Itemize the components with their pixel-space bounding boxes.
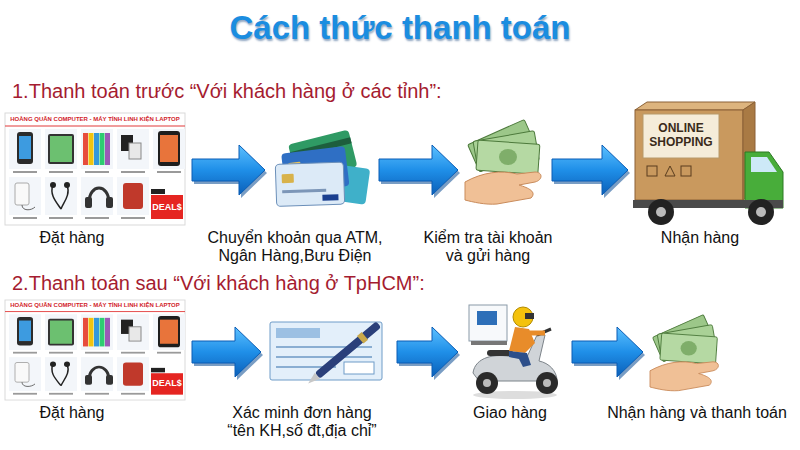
step-caption: Đặt hàng: [7, 404, 137, 422]
payment-step: Nhận hàng: [635, 108, 785, 228]
deal-badge: DEAL$: [152, 202, 182, 212]
step-caption: Nhận hàng và thanh toán: [602, 404, 792, 422]
step-caption: Chuyển khoản qua ATM, Ngân Hàng,Bưu Điện: [200, 229, 390, 265]
deal-badge: DEAL$: [152, 378, 182, 388]
store-picture: [5, 300, 185, 400]
cash-in-hand: [650, 315, 718, 391]
flow-arrow: [192, 327, 261, 377]
step-caption: Nhận hàng: [630, 229, 770, 247]
payment-step: Giao hàng: [465, 295, 565, 400]
store-banner: HOÀNG QUÂN COMPUTER - MÁY TÍNH LINH KIỆN…: [10, 302, 179, 309]
step-caption: Xác minh đơn hàng “tên KH,số đt,địa chỉ”: [222, 404, 382, 440]
store-picture: [5, 113, 185, 225]
flow-arrow: [572, 327, 643, 377]
box-label: ONLINE SHOPPING: [643, 122, 719, 150]
section-heading: 2.Thanh toán sau “Với khách hàng ở TpHCM…: [12, 272, 425, 295]
cash-in-hand: [465, 120, 541, 205]
section-heading: 1.Thanh toán trước “Với khách hàng ở các…: [12, 80, 442, 103]
flow-arrow: [192, 145, 265, 195]
flow-arrow: [397, 327, 458, 377]
payment-step: Kiểm tra tài khoản và gửi hàng: [465, 120, 545, 205]
payment-step: Chuyển khoản qua ATM, Ngân Hàng,Bưu Điện: [272, 135, 372, 210]
payment-step: Xác minh đơn hàng “tên KH,số đt,địa chỉ”: [268, 310, 390, 395]
bank-cards: [275, 130, 370, 207]
delivery-scooter: [469, 305, 558, 399]
page-title: Cách thức thanh toán: [0, 8, 800, 48]
payment-step: Nhận hàng và thanh toán: [650, 315, 722, 392]
flow-arrow: [552, 145, 628, 195]
delivery-truck: [633, 102, 783, 225]
step-caption: Giao hàng: [445, 404, 575, 422]
step-caption: Đặt hàng: [7, 229, 137, 247]
cheque-and-pen: [270, 320, 382, 387]
step-caption: Kiểm tra tài khoản và gửi hàng: [418, 229, 558, 265]
store-banner: HOÀNG QUÂN COMPUTER - MÁY TÍNH LINH KIỆN…: [10, 116, 179, 123]
flow-arrow: [379, 145, 458, 195]
